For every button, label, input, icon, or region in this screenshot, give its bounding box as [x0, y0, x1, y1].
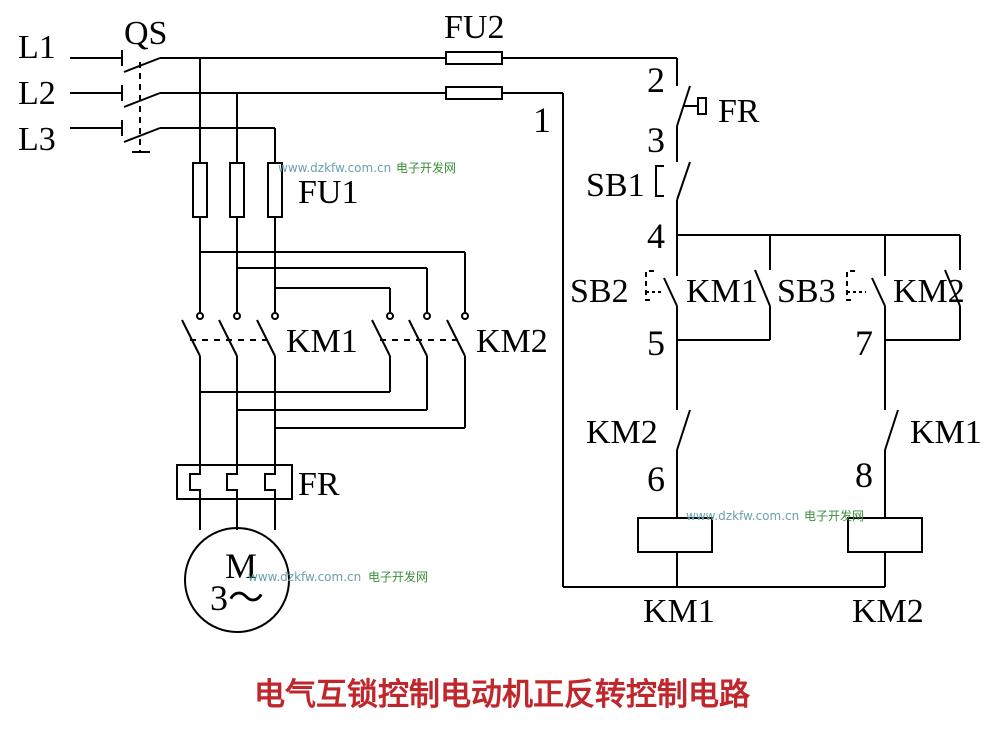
fr-thermal-relay	[176, 464, 293, 500]
km2-hold-contact	[944, 269, 961, 307]
km2-coil	[847, 517, 923, 553]
km2-hold-label: KM2	[893, 273, 965, 310]
motor-letter: M	[225, 546, 257, 586]
fu1-label: FU1	[298, 174, 358, 211]
node-6: 6	[647, 459, 665, 499]
sb2-start-button	[645, 270, 678, 307]
node-7: 7	[855, 323, 873, 363]
fr-ctrl-label: FR	[718, 93, 760, 130]
fu1-fuses	[192, 162, 283, 218]
watermark-right: www.dzkfw.com.cn 电子开发网	[686, 508, 864, 523]
node-5: 5	[647, 323, 665, 363]
fr-main-label: FR	[298, 466, 340, 503]
watermark-url: www.dzkfw.com.cn	[248, 570, 361, 584]
node-4: 4	[647, 216, 665, 256]
km1-coil-label: KM1	[643, 593, 715, 630]
power-circuit	[70, 50, 469, 633]
km1-coil	[637, 517, 713, 553]
watermark-site: 电子开发网	[804, 508, 864, 523]
km2-coil-label: KM2	[852, 593, 924, 630]
watermark-top: www.dzkfw.com.cn 电子开发网	[278, 160, 456, 175]
terminal-l1: L1	[18, 29, 56, 66]
fr-nc-contact	[676, 85, 707, 127]
watermark-site: 电子开发网	[396, 160, 456, 175]
km2-interlock-contact	[676, 409, 691, 451]
node-1: 1	[533, 100, 551, 140]
motor-symbol	[184, 527, 290, 633]
sb1-stop-button	[655, 161, 691, 201]
control-circuit	[445, 51, 961, 588]
watermark-url: www.dzkfw.com.cn	[278, 161, 391, 175]
sb1-label: SB1	[586, 167, 645, 204]
watermark-bottom: www.dzkfw.com.cn 电子开发网	[248, 569, 428, 584]
watermark-url: www.dzkfw.com.cn	[686, 509, 799, 523]
fu2-fuses	[445, 51, 503, 100]
node-8: 8	[855, 455, 873, 495]
km1-hold-label: KM1	[686, 273, 758, 310]
km2-interlock-label: KM2	[586, 414, 658, 451]
km1-interlock-contact	[884, 409, 899, 451]
motor-phase: 3～	[210, 578, 264, 618]
km2-main-contacts	[371, 312, 469, 357]
sb3-start-button	[846, 270, 886, 307]
km1-main-contacts	[181, 312, 279, 357]
terminal-l2: L2	[18, 75, 56, 112]
diagram-caption: 电气互锁控制电动机正反转控制电路	[254, 677, 751, 713]
node-2: 2	[647, 60, 665, 100]
terminal-l3: L3	[18, 121, 56, 158]
sb3-label: SB3	[777, 273, 836, 310]
km2-main-label: KM2	[476, 323, 548, 360]
qs-switch	[121, 50, 161, 153]
watermark-site: 电子开发网	[368, 569, 428, 584]
sb2-label: SB2	[570, 273, 629, 310]
km1-hold-contact	[754, 269, 771, 307]
qs-label: QS	[124, 15, 167, 52]
km1-main-label: KM1	[286, 323, 358, 360]
fu2-label: FU2	[444, 9, 504, 46]
node-3: 3	[647, 120, 665, 160]
km1-interlock-label: KM1	[910, 414, 982, 451]
